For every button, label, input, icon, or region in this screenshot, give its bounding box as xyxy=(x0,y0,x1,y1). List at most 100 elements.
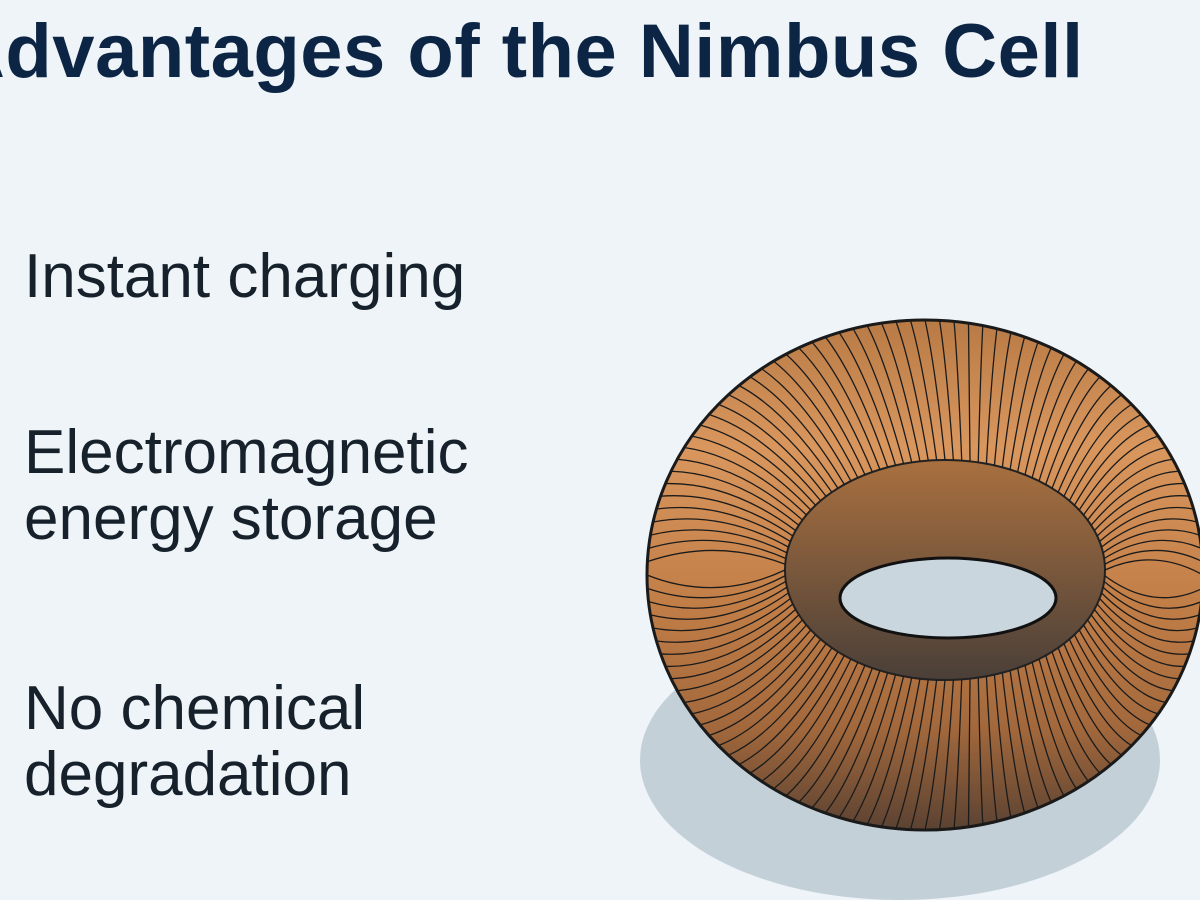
winding-line xyxy=(728,394,833,493)
winding-line xyxy=(677,458,803,521)
winding-line xyxy=(1038,368,1089,482)
bullet-text: Electromagnetic xyxy=(24,418,469,487)
winding-line xyxy=(652,518,789,548)
winding-line xyxy=(773,661,859,790)
winding-line xyxy=(967,678,971,827)
winding-line xyxy=(977,677,984,825)
winding-line xyxy=(1090,614,1179,680)
winding-line xyxy=(1104,559,1200,576)
bullet-text: degradation xyxy=(24,740,352,809)
winding-line xyxy=(660,495,794,537)
winding-line xyxy=(684,446,807,516)
winding-line xyxy=(647,575,786,599)
bullet-text: Instant charging xyxy=(24,242,466,311)
winding-line xyxy=(1096,495,1190,537)
winding-line xyxy=(684,624,807,704)
winding-line xyxy=(1102,529,1200,554)
winding-line xyxy=(650,529,788,554)
winding-line xyxy=(811,341,881,470)
copper-windings xyxy=(647,320,1200,830)
winding-line xyxy=(1087,458,1173,521)
winding-line xyxy=(761,368,852,482)
winding-line xyxy=(866,677,913,825)
winding-line xyxy=(773,360,859,479)
winding-line xyxy=(1063,643,1132,747)
winding-line xyxy=(852,328,905,464)
winding-line xyxy=(1099,506,1194,543)
winding-line xyxy=(1045,655,1101,774)
winding-line xyxy=(811,670,881,809)
winding-line xyxy=(909,320,938,461)
winding-line xyxy=(1009,670,1039,809)
winding-line xyxy=(718,403,827,497)
winding-line xyxy=(938,679,955,830)
winding-line xyxy=(699,424,817,506)
winding-line xyxy=(1045,376,1101,485)
winding-line xyxy=(738,384,839,489)
winding-line xyxy=(909,679,938,830)
winding-line xyxy=(708,638,822,737)
winding-line xyxy=(1038,658,1089,782)
winding-line xyxy=(1087,619,1173,692)
winding-line xyxy=(691,435,812,511)
winding-line xyxy=(938,320,955,461)
winding-line xyxy=(647,569,786,589)
winding-line xyxy=(1051,651,1112,765)
slide-title: Advantages of the Nimbus Cell xyxy=(0,9,1084,94)
winding-line xyxy=(1051,385,1112,489)
winding-line xyxy=(1078,629,1159,715)
winding-line xyxy=(1096,603,1190,655)
winding-line xyxy=(1009,341,1039,470)
winding-line xyxy=(1102,586,1200,620)
bullet-text: energy storage xyxy=(24,484,438,553)
winding-line xyxy=(691,629,812,715)
winding-line xyxy=(665,608,797,668)
winding-line xyxy=(924,320,946,461)
winding-line xyxy=(648,539,787,560)
winding-line xyxy=(1057,394,1122,493)
winding-line xyxy=(967,323,971,462)
winding-line xyxy=(880,322,921,462)
winding-line xyxy=(1103,539,1200,560)
winding-line xyxy=(650,586,788,620)
winding-line xyxy=(1016,667,1052,803)
winding-line xyxy=(1093,482,1185,532)
winding-line xyxy=(1090,470,1179,526)
winding-line xyxy=(749,376,845,485)
winding-line xyxy=(1031,662,1077,790)
winding-line xyxy=(1068,638,1142,737)
winding-line xyxy=(1024,665,1065,797)
winding-line xyxy=(985,676,998,822)
toroid-hole xyxy=(838,556,1058,640)
winding-line xyxy=(671,614,800,680)
winding-line xyxy=(785,665,866,797)
winding-line xyxy=(652,592,789,632)
winding-line xyxy=(1017,347,1052,473)
winding-line xyxy=(1104,575,1200,599)
winding-line xyxy=(924,679,946,830)
winding-line xyxy=(1073,634,1151,726)
winding-line xyxy=(852,676,905,822)
winding-line xyxy=(953,321,963,461)
winding-line xyxy=(660,603,794,655)
winding-line xyxy=(1083,624,1166,704)
winding-line xyxy=(838,674,897,818)
winding-line xyxy=(993,674,1012,818)
winding-line xyxy=(880,678,921,828)
winding-line xyxy=(838,332,897,466)
winding-line xyxy=(824,672,889,814)
bullet-text: No chemical xyxy=(24,674,366,743)
winding-line xyxy=(671,470,800,526)
winding-line xyxy=(977,325,984,463)
winding-line xyxy=(1103,580,1200,609)
winding-line xyxy=(1063,403,1132,497)
winding-line xyxy=(738,651,839,766)
winding-line xyxy=(1001,336,1026,468)
winding-line xyxy=(699,634,817,726)
winding-line xyxy=(761,658,852,782)
winding-line xyxy=(1068,413,1142,502)
winding-line xyxy=(677,619,803,692)
